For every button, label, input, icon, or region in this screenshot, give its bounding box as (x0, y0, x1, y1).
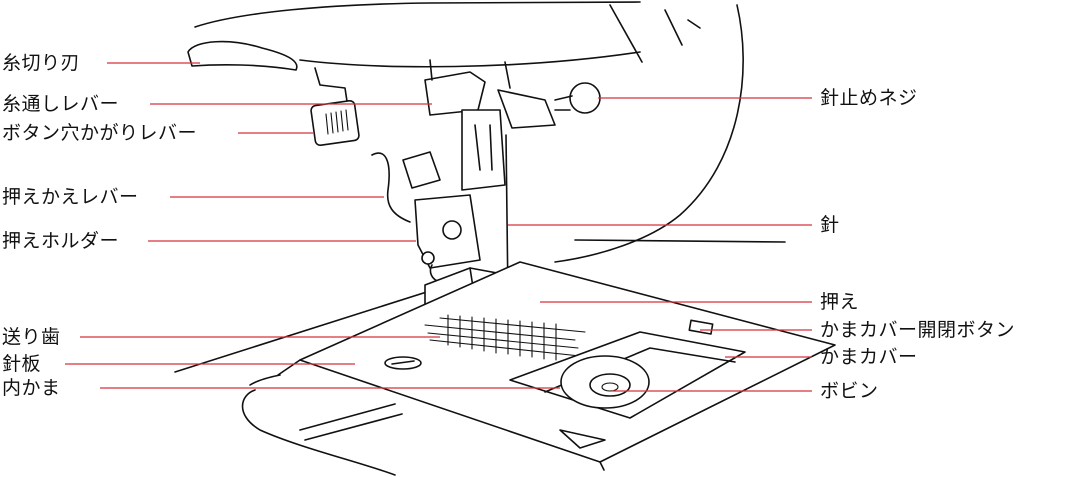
label-presser-foot: 押え (820, 291, 860, 313)
presser-lever-clip (402, 151, 441, 189)
head-top-edge (194, 1, 641, 28)
label-buttonhole-lever: ボタン穴かがりレバー (2, 122, 198, 144)
needle-clamp (497, 89, 556, 129)
table-edge-left (174, 282, 456, 373)
bobbin-shape (589, 373, 631, 397)
label-threader-lever: 糸通しレバー (2, 93, 120, 115)
label-needle-plate: 針板 (2, 353, 42, 375)
label-needle-clamp-screw: 針止めネジ (820, 87, 918, 109)
table-edge-right (574, 239, 786, 243)
presser-bar-body (461, 109, 506, 191)
head-seam-3 (687, 19, 701, 29)
label-feed-dogs: 送り歯 (2, 326, 61, 348)
label-inner-hook: 内かま (2, 377, 61, 399)
label-bobbin-cover: かまカバー (820, 346, 918, 368)
label-bobbin: ボビン (820, 380, 879, 402)
head-right-contour (554, 4, 744, 263)
label-presser-holder: 押えホルダー (2, 230, 120, 252)
needle-bar-housing (424, 71, 486, 116)
presser-holder-pin (421, 251, 435, 265)
threader-arm (314, 67, 349, 109)
needle-clamp-screw-shaft (554, 95, 573, 111)
feed-dogs-shape (424, 314, 586, 361)
extension-table-seam (299, 403, 403, 441)
needle-plate-marking (559, 429, 606, 449)
extension-table-edge (277, 359, 301, 376)
needle-clamp-screw-knob (569, 82, 601, 114)
head-seam-2 (664, 9, 683, 46)
needle-bar-supports (429, 59, 511, 89)
needle-plate-screw-slot (391, 360, 415, 365)
needle-plate-edge (599, 461, 605, 471)
label-bobbin-cover-release: かまカバー開閉ボタン (820, 319, 1016, 341)
extension-table-curve (241, 389, 396, 476)
label-needle: 針 (820, 214, 840, 236)
label-thread-cutter: 糸切り刃 (2, 52, 81, 74)
head-bottom-edge (299, 51, 641, 68)
bobbin-hub (601, 382, 619, 392)
presser-lever-wire (371, 152, 411, 223)
extension-table-corner (249, 374, 281, 386)
buttonhole-lever-grip (325, 109, 349, 135)
presser-holder-screw (442, 220, 462, 240)
presser-bar-detail (474, 124, 493, 171)
thread-cutter-shape (187, 40, 298, 71)
label-presser-lever: 押えかえレバー (2, 186, 139, 208)
buttonhole-lever-shape (310, 99, 360, 147)
